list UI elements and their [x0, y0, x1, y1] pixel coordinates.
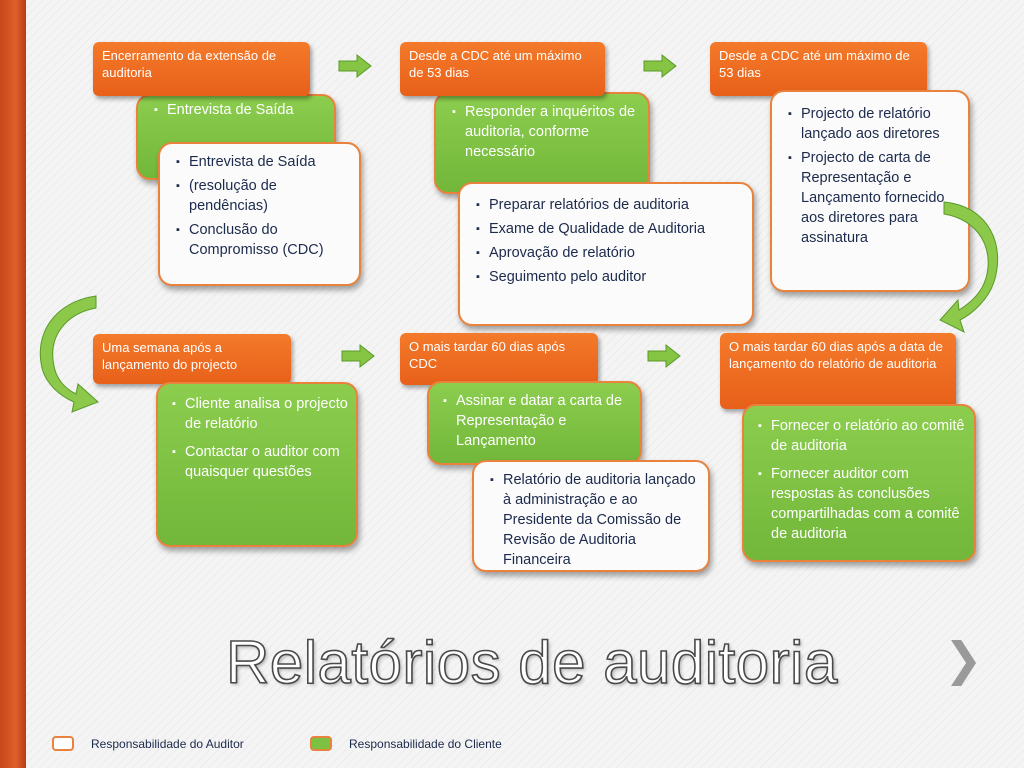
auditor-box-r1s3: Projecto de relatório lançado aos direto…: [770, 90, 970, 292]
curved-left-arrow-icon: [39, 295, 99, 413]
right-arrow-icon: [643, 53, 677, 79]
page-title: Relatórios de auditoria: [225, 628, 838, 697]
right-arrow-icon: [647, 343, 681, 369]
auditor-box-r1s1: Entrevista de Saída (resolução de pendên…: [158, 142, 361, 286]
list-item: Contactar o auditor com quaisquer questõ…: [172, 442, 348, 482]
list-item: Cliente analisa o projecto de relatório: [172, 394, 348, 434]
list-item: Assinar e datar a carta de Representação…: [443, 391, 632, 451]
list-item: Preparar relatórios de auditoria: [476, 195, 742, 215]
client-box-r1s2: Responder a inquéritos de auditoria, con…: [434, 92, 650, 194]
right-arrow-icon: [338, 53, 372, 79]
auditor-legend-label: Responsabilidade do Auditor: [91, 737, 244, 751]
step-header-r2s1: Uma semana após a lançamento do projecto: [93, 334, 291, 384]
list-item: Conclusão do Compromisso (CDC): [176, 220, 349, 260]
step-header-r2s3: O mais tardar 60 dias após a data de lan…: [720, 333, 956, 409]
list-item: (resolução de pendências): [176, 176, 349, 216]
list-item: Aprovação de relatório: [476, 243, 742, 263]
list-item: Exame de Qualidade de Auditoria: [476, 219, 742, 239]
client-legend-swatch: [310, 736, 332, 751]
list-item: Responder a inquéritos de auditoria, con…: [452, 102, 638, 162]
side-accent-bar: [0, 0, 26, 768]
client-legend-label: Responsabilidade do Cliente: [349, 737, 502, 751]
list-item: Projecto de carta de Representação e Lan…: [788, 148, 960, 248]
auditor-box-r2s2: Relatório de auditoria lançado à adminis…: [472, 460, 710, 572]
step-header-r1s2: Desde a CDC até um máximo de 53 dias: [400, 42, 605, 96]
list-item: Entrevista de Saída: [154, 100, 324, 120]
list-item: Projecto de relatório lançado aos direto…: [788, 104, 960, 144]
client-box-r2s3: Fornecer o relatório ao comitê de audito…: [742, 404, 976, 562]
client-box-r2s1: Cliente analisa o projecto de relatório …: [156, 382, 358, 547]
step-header-r1s3: Desde a CDC até um máximo de 53 dias: [710, 42, 927, 96]
auditor-legend-swatch: [52, 736, 74, 751]
list-item: Entrevista de Saída: [176, 152, 349, 172]
list-item: Seguimento pelo auditor: [476, 267, 742, 287]
auditor-box-r1s2: Preparar relatórios de auditoria Exame d…: [458, 182, 754, 326]
list-item: Relatório de auditoria lançado à adminis…: [490, 470, 700, 570]
right-arrow-icon: [341, 343, 375, 369]
curved-down-arrow-icon: [939, 201, 999, 333]
list-item: Fornecer o relatório ao comitê de audito…: [758, 416, 966, 456]
list-item: Fornecer auditor com respostas às conclu…: [758, 464, 966, 544]
chevron-right-icon: ❯: [944, 632, 983, 686]
step-header-r1s1: Encerramento da extensão de auditoria: [93, 42, 310, 96]
step-header-r2s2: O mais tardar 60 dias após CDC: [400, 333, 598, 385]
client-box-r2s2: Assinar e datar a carta de Representação…: [427, 381, 642, 465]
